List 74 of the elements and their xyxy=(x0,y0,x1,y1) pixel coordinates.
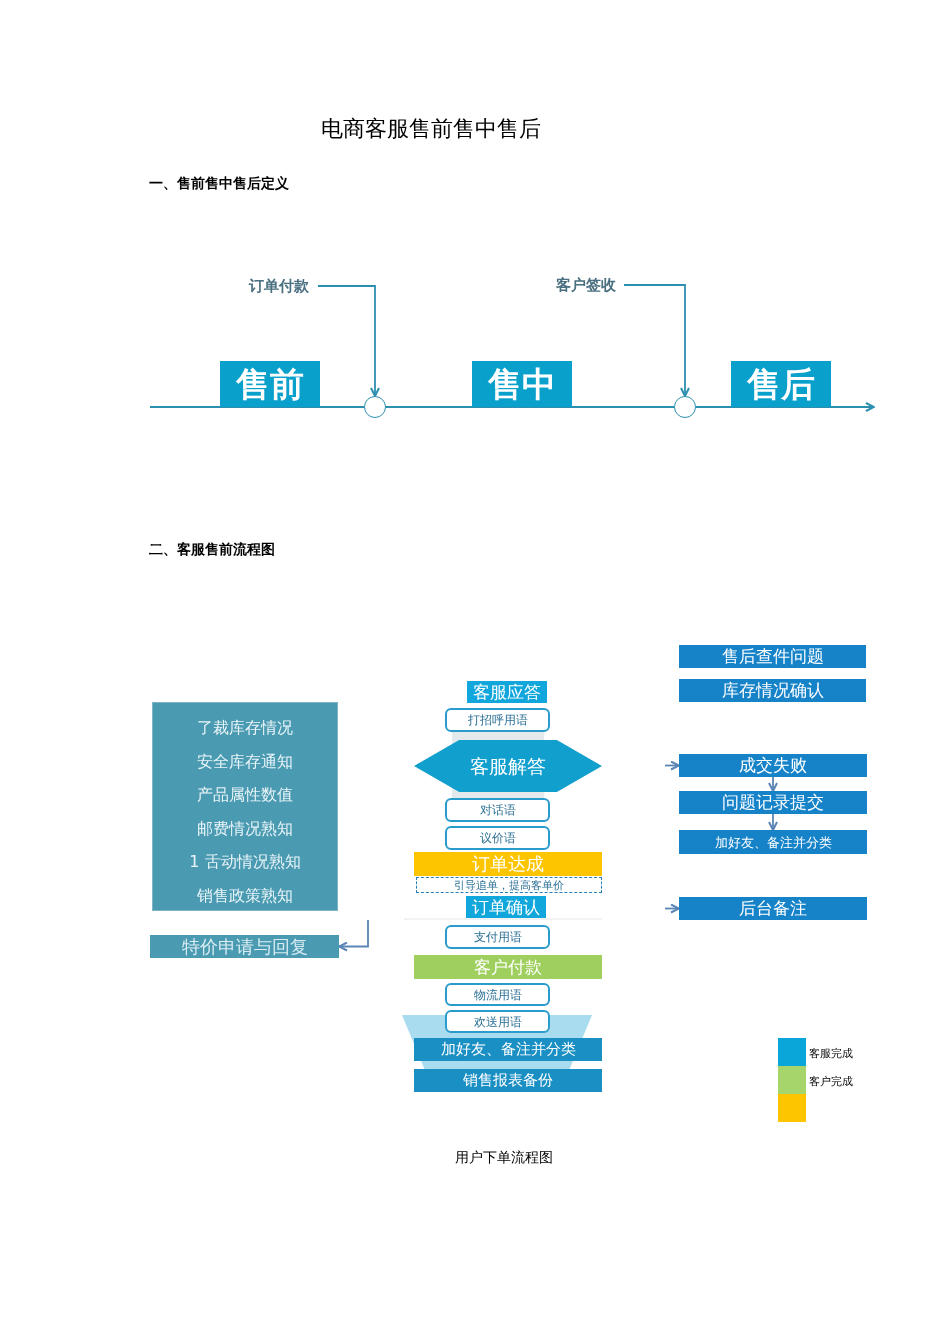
list-item-text: 销售政策熟知 xyxy=(197,884,293,907)
box-label: 问题记录提交 xyxy=(722,794,824,811)
box-label: 物流用语 xyxy=(473,988,522,1001)
list-item-text: 了裁库存情况 xyxy=(197,717,293,739)
box-label: 加好友、备注并分类 xyxy=(714,835,832,849)
arrow xyxy=(664,760,680,771)
arrow xyxy=(317,285,380,397)
milestone-label: 客户签收 xyxy=(556,277,616,293)
arrow xyxy=(623,284,690,397)
box-label: 支付用语 xyxy=(473,931,522,943)
list-item-text: 1 舌动情况熟知 xyxy=(189,851,301,874)
list-item-text: 产品属性数值 xyxy=(197,784,293,807)
arrow xyxy=(695,402,875,412)
box-label: 销售报表备份 xyxy=(463,1073,553,1088)
figure-caption: 用户下单流程图 xyxy=(454,1149,554,1167)
process-box xyxy=(679,679,866,702)
stage-box xyxy=(220,361,320,407)
box-label: 客户付款 xyxy=(474,958,542,976)
milestone-circle xyxy=(674,396,696,418)
process-box xyxy=(679,791,867,814)
page-title: 电商客服售前售中售后 xyxy=(320,115,542,143)
process-box xyxy=(416,877,602,893)
arrow xyxy=(338,919,369,952)
box-label: 后台备注 xyxy=(739,900,807,917)
process-box xyxy=(445,925,550,949)
process-box xyxy=(414,1069,602,1092)
box-label: 订单达成 xyxy=(472,855,544,873)
process-box xyxy=(414,852,602,876)
process-box xyxy=(466,896,546,918)
process-box xyxy=(679,754,867,777)
list-item-text: 安全库存通知 xyxy=(197,750,293,773)
process-box xyxy=(679,645,866,668)
box-label: 引导追单，提高客单价 xyxy=(454,879,564,891)
process-box xyxy=(445,983,550,1006)
process-box xyxy=(679,830,867,854)
box-label: 成交失败 xyxy=(739,757,807,774)
stage-box xyxy=(472,361,572,407)
process-box xyxy=(445,798,550,822)
box-label: 库存情况确认 xyxy=(721,682,824,699)
box-label: 特价申请与回复 xyxy=(181,937,308,956)
box-label: 售中 xyxy=(488,367,556,401)
legend-label: 客户完成 xyxy=(809,1074,853,1089)
connector-line xyxy=(385,406,675,408)
process-box xyxy=(445,1010,550,1033)
box-label: 欢送用语 xyxy=(473,1015,522,1028)
process-box xyxy=(414,1038,602,1061)
box-label: 客服应答 xyxy=(473,683,541,701)
arrow xyxy=(768,776,778,792)
box-label: 加好友、备注并分类 xyxy=(440,1042,576,1057)
box-label: 售前 xyxy=(236,367,304,401)
box-label: 打招呼用语 xyxy=(467,714,528,726)
section-heading: 二、客服售前流程图 xyxy=(149,541,275,559)
legend-label: 客服完成 xyxy=(809,1046,853,1061)
stage-box xyxy=(731,361,831,407)
box-label: 对话语 xyxy=(479,804,516,816)
arrow xyxy=(768,813,778,831)
box-label: 议价语 xyxy=(479,832,516,844)
box-label: 客服解答 xyxy=(470,756,546,776)
box-label: 售后查件问题 xyxy=(721,648,824,665)
process-box xyxy=(467,681,547,703)
arrow xyxy=(664,903,680,914)
process-box xyxy=(414,955,602,979)
process-box xyxy=(679,897,867,920)
connector-line xyxy=(149,406,365,408)
section-heading: 一、售前售中售后定义 xyxy=(149,175,289,193)
box-label: 售后 xyxy=(747,367,815,401)
process-box xyxy=(445,708,550,732)
process-box xyxy=(445,826,550,850)
process-box xyxy=(150,935,339,958)
list-item-text: 邮费情况熟知 xyxy=(197,817,293,840)
milestone-circle xyxy=(364,396,386,418)
info-panel xyxy=(152,702,338,911)
box-label: 订单确认 xyxy=(472,898,540,916)
milestone-label: 订单付款 xyxy=(249,278,309,294)
